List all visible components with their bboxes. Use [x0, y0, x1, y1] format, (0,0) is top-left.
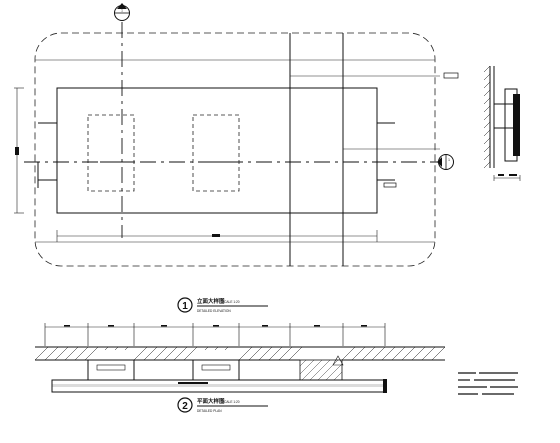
section-marker-number: 1	[448, 158, 450, 162]
section-marker-number: 1	[121, 9, 123, 13]
view-subtitle: DETAILED PLAN	[197, 409, 222, 413]
elevation-view	[14, 22, 459, 267]
left-opening	[87, 114, 135, 192]
view-scale: SCALE 1:20	[222, 400, 240, 404]
view-number: 2	[182, 401, 188, 412]
section-marker-top: 1	[114, 3, 130, 21]
view-scale: SCALE 1:20	[222, 300, 240, 304]
main-panel	[56, 87, 378, 214]
plan-view	[34, 323, 446, 393]
section-detail	[483, 65, 521, 181]
notes-block	[458, 372, 518, 395]
view-number: 1	[182, 301, 188, 312]
outer-dashed-outline	[34, 32, 436, 267]
right-opening	[192, 114, 240, 192]
tag	[443, 72, 459, 79]
caption-plan: 2 平面大样图 SCALE 1:20 DETAILED PLAN	[177, 397, 268, 413]
section-marker-right: 1	[437, 154, 454, 170]
view-subtitle: DETAILED ELEVATION	[197, 309, 231, 313]
view-title: 立面大样图	[197, 297, 225, 305]
view-title: 平面大样图	[197, 397, 225, 405]
tag	[383, 182, 397, 188]
caption-elevation: 1 立面大样图 SCALE 1:20 DETAILED ELEVATION	[177, 297, 268, 313]
